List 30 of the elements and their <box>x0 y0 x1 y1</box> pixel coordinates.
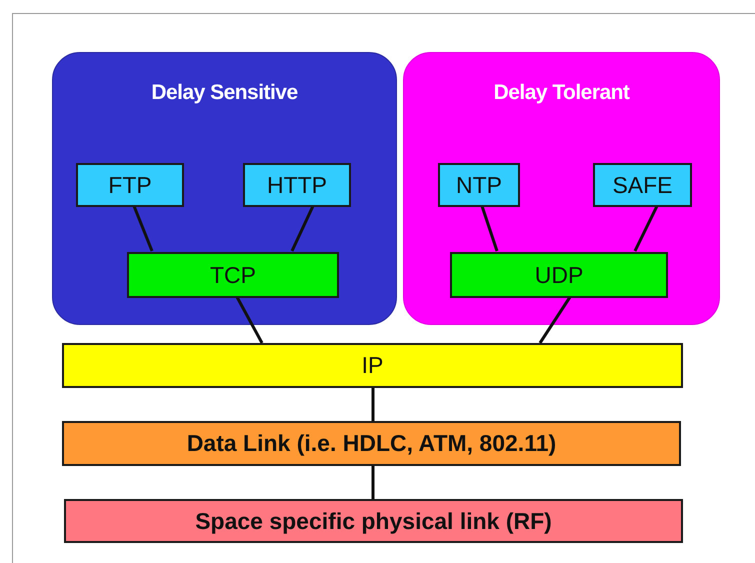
group-title: Delay Sensitive <box>150 80 299 106</box>
layer-label: SAFE <box>612 170 673 200</box>
connector-line <box>372 388 374 421</box>
layer-label: TCP <box>210 260 256 290</box>
connector-line <box>132 205 154 252</box>
layer-box <box>243 163 351 207</box>
layer-box <box>76 163 184 207</box>
layer-box <box>62 421 681 466</box>
group-panel <box>52 52 397 325</box>
layer-label: IP <box>362 351 384 380</box>
layer-box <box>64 499 683 543</box>
layer-label: FTP <box>108 170 152 200</box>
group-panel <box>403 52 720 325</box>
connector-line <box>634 205 658 252</box>
layer-label: UDP <box>534 260 584 290</box>
layer-label: HTTP <box>266 170 328 200</box>
layer-box <box>127 252 339 298</box>
connector-line <box>290 205 314 252</box>
connector-line <box>372 466 374 499</box>
connector-line <box>236 296 264 344</box>
layer-label: Data Link (i.e. HDLC, ATM, 802.11) <box>186 429 556 458</box>
connector-line <box>538 296 572 344</box>
layer-box <box>450 252 668 298</box>
connector-line <box>480 206 498 252</box>
layer-box <box>62 343 683 388</box>
layer-label: Space specific physical link (RF) <box>195 506 552 536</box>
layer-label: NTP <box>456 170 502 200</box>
layer-box <box>438 163 520 207</box>
group-title: Delay Tolerant <box>492 80 631 106</box>
layer-box <box>593 163 692 207</box>
